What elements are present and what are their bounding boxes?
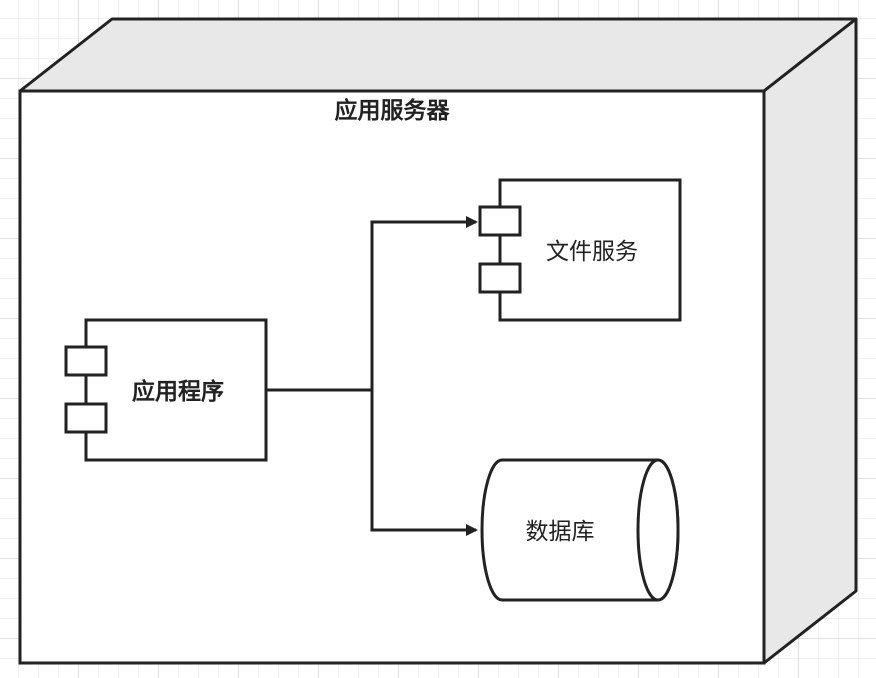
component-file-service-port-top [478,205,522,237]
node-top-face [18,17,858,93]
component-app-port-top [64,345,108,377]
component-app-body [84,318,268,462]
component-app-port-bottom [64,402,108,434]
component-file-service-label: 文件服务 [546,239,638,265]
node-side-face [762,17,858,665]
component-app[interactable]: 应用程序 [64,318,268,462]
component-file-service[interactable]: 文件服务 [478,178,682,322]
database-cylinder[interactable]: 数据库 [480,458,680,602]
database-label: 数据库 [526,519,595,545]
component-file-service-body [498,178,682,322]
database-end-cap [636,458,680,602]
component-file-service-port-bottom [478,262,522,294]
component-app-label: 应用程序 [132,378,224,405]
connector-app-to-file-service[interactable] [266,216,478,392]
connectors [266,216,478,536]
node-title: 应用服务器 [335,97,451,124]
connector-app-to-database[interactable] [370,390,478,536]
